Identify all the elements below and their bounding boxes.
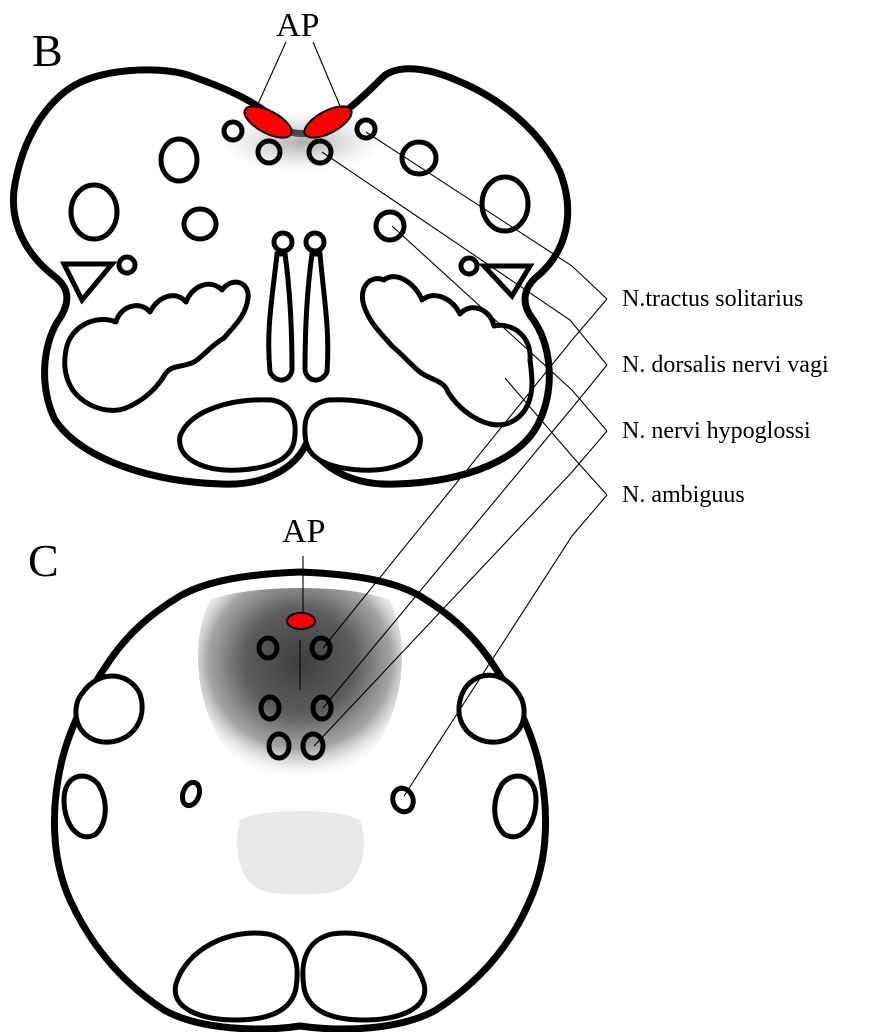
label-nts: N.tractus solitarius xyxy=(622,286,803,312)
panel-c-area-postrema xyxy=(287,613,315,629)
label-dmv: N. dorsalis nervi vagi xyxy=(622,352,829,378)
panel-b-ap-label: AP xyxy=(276,7,319,44)
panel-b-structure xyxy=(119,257,135,273)
label-ambiguus: N. ambiguus xyxy=(622,482,745,508)
panel-b-letter: B xyxy=(32,25,63,76)
panel-c-ap-label: AP xyxy=(282,513,325,550)
panel-b-structure xyxy=(71,185,117,239)
panel-c-structure xyxy=(64,776,105,837)
panel-b-ap-line-right xyxy=(313,42,340,106)
panel-b-structure xyxy=(306,233,324,251)
panel-b-structure xyxy=(402,142,436,174)
panel-c-structure xyxy=(459,675,524,742)
panel-c-shading xyxy=(237,811,364,895)
panel-b-structure xyxy=(376,212,404,240)
panel-b-structure xyxy=(161,139,197,181)
nucleus-labels: N.tractus solitarius N. dorsalis nervi v… xyxy=(622,286,829,508)
panel-b-structure xyxy=(461,258,477,274)
panel-b-structure xyxy=(184,209,216,239)
label-hypoglossal: N. nervi hypoglossi xyxy=(622,418,811,444)
panel-b-structure xyxy=(274,233,292,251)
panel-c-structure xyxy=(76,676,142,742)
panel-c-structure xyxy=(495,776,536,837)
panel-c-letter: C xyxy=(28,535,59,586)
panel-c: C AP xyxy=(28,513,546,1029)
panel-b-ap-line-left xyxy=(258,42,286,104)
panel-b: B AP xyxy=(13,7,567,484)
